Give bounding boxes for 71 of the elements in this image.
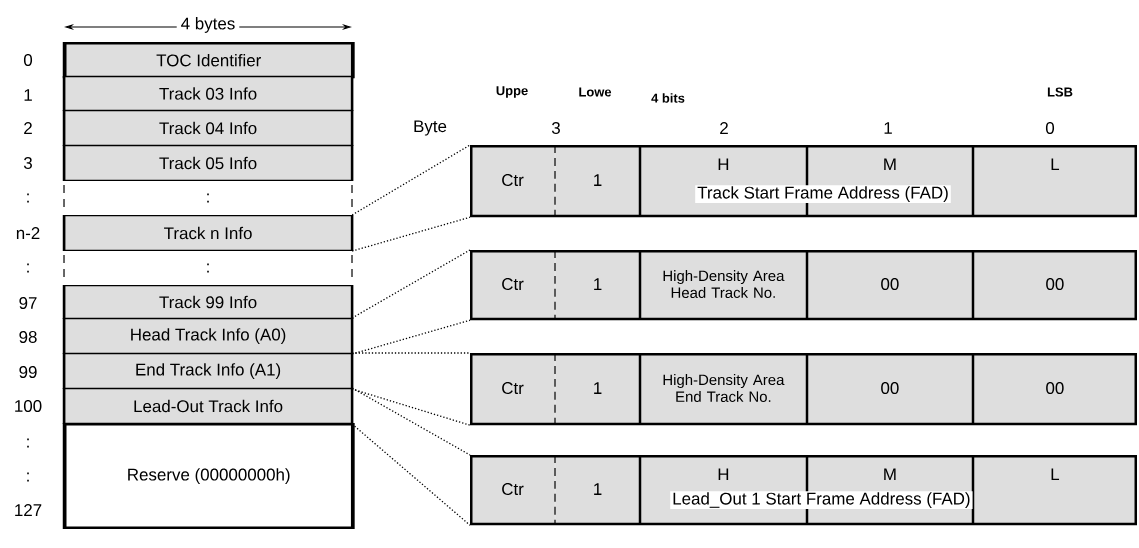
node-label: 1 (594, 483, 602, 495)
table-cell: 1 (555, 145, 640, 215)
table-cell: 00 (807, 250, 973, 318)
ellipsis-mark: : (207, 263, 209, 273)
node-label: 1 (594, 278, 602, 290)
leader-line (351, 216, 471, 252)
table-cell: 1 (555, 353, 640, 423)
table-row: Track n Info (62, 213, 354, 253)
table-row: Reserve (00000000h) (62, 421, 355, 531)
ellipsis-mark: : (207, 193, 209, 203)
field-caption: Track Start Frame Address (FAD) (695, 185, 951, 203)
row-number: n-2 (16, 227, 40, 239)
leader-line (351, 144, 471, 216)
node-label: 1 (594, 382, 602, 394)
ellipsis-mark: : (27, 193, 29, 203)
leader-line (351, 388, 471, 426)
table-cell: 00 (973, 250, 1137, 318)
table-cell: Ctr (470, 455, 555, 523)
table-row: Lead-Out Track Info (62, 386, 354, 426)
row-number: 2 (24, 122, 32, 134)
leader-line (351, 387, 471, 456)
row-number: 99 (19, 366, 37, 378)
record-row (470, 250, 1137, 321)
record-row (470, 353, 1137, 426)
table-cell: Ctr (470, 250, 555, 318)
record-row (470, 145, 1137, 218)
table-row: Track 03 Info (62, 74, 354, 113)
row-number: 97 (19, 297, 37, 309)
dimension-label: 4 bytes (176, 16, 240, 34)
leader-line (351, 423, 471, 526)
node-label: 1 (594, 174, 602, 186)
table-row: TOC Identifier (62, 40, 355, 80)
node-label: Ctr (502, 483, 524, 496)
table-cell: Ctr (470, 145, 555, 215)
table-row: Track 99 Info (62, 283, 354, 321)
table-cell: High-Density Area Head Track No. (640, 250, 807, 318)
bit-label: Uppe (496, 86, 528, 98)
row-number: 0 (23, 54, 33, 66)
table-row: Track 05 Info (62, 143, 354, 183)
leader-line (351, 249, 471, 319)
ellipsis-mark: : (27, 472, 29, 482)
row-number: 3 (23, 157, 32, 169)
field-caption: Lead_Out 1 Start Frame Address (FAD) (670, 491, 973, 509)
row-number: 100 (15, 400, 42, 412)
row-number: 127 (15, 504, 42, 516)
table-cell: 1 (555, 250, 640, 318)
row-number: 1 (24, 89, 32, 101)
ellipsis-mark: : (27, 438, 29, 448)
node-label: Ctr (502, 278, 524, 291)
byte-number: 3 (551, 122, 560, 134)
node-label: Ctr (502, 382, 524, 395)
leader-line (351, 352, 471, 354)
table-cell: 00 (973, 353, 1137, 423)
table-cell: High-Density Area End Track No. (640, 353, 807, 423)
table-cell: L (973, 145, 1137, 215)
bit-label: LSB (1047, 87, 1073, 97)
table-row: Head Track Info (A0) (62, 316, 354, 356)
byte-label: Byte (414, 120, 447, 136)
bit-label: 4 bits (651, 93, 685, 103)
leader-line (351, 319, 471, 355)
ellipsis-mark: : (27, 263, 29, 273)
record-row (470, 455, 1137, 526)
table-row: Track 04 Info (62, 108, 354, 148)
table-cell: 1 (555, 455, 640, 523)
bit-label: Lowe (579, 87, 612, 97)
table-cell: Ctr (470, 353, 555, 423)
node-label: Ctr (502, 174, 524, 187)
row-number: 98 (19, 331, 37, 343)
table-cell: 00 (807, 353, 973, 423)
table-row: End Track Info (A1) (62, 351, 354, 391)
table-cell: L (973, 455, 1137, 523)
